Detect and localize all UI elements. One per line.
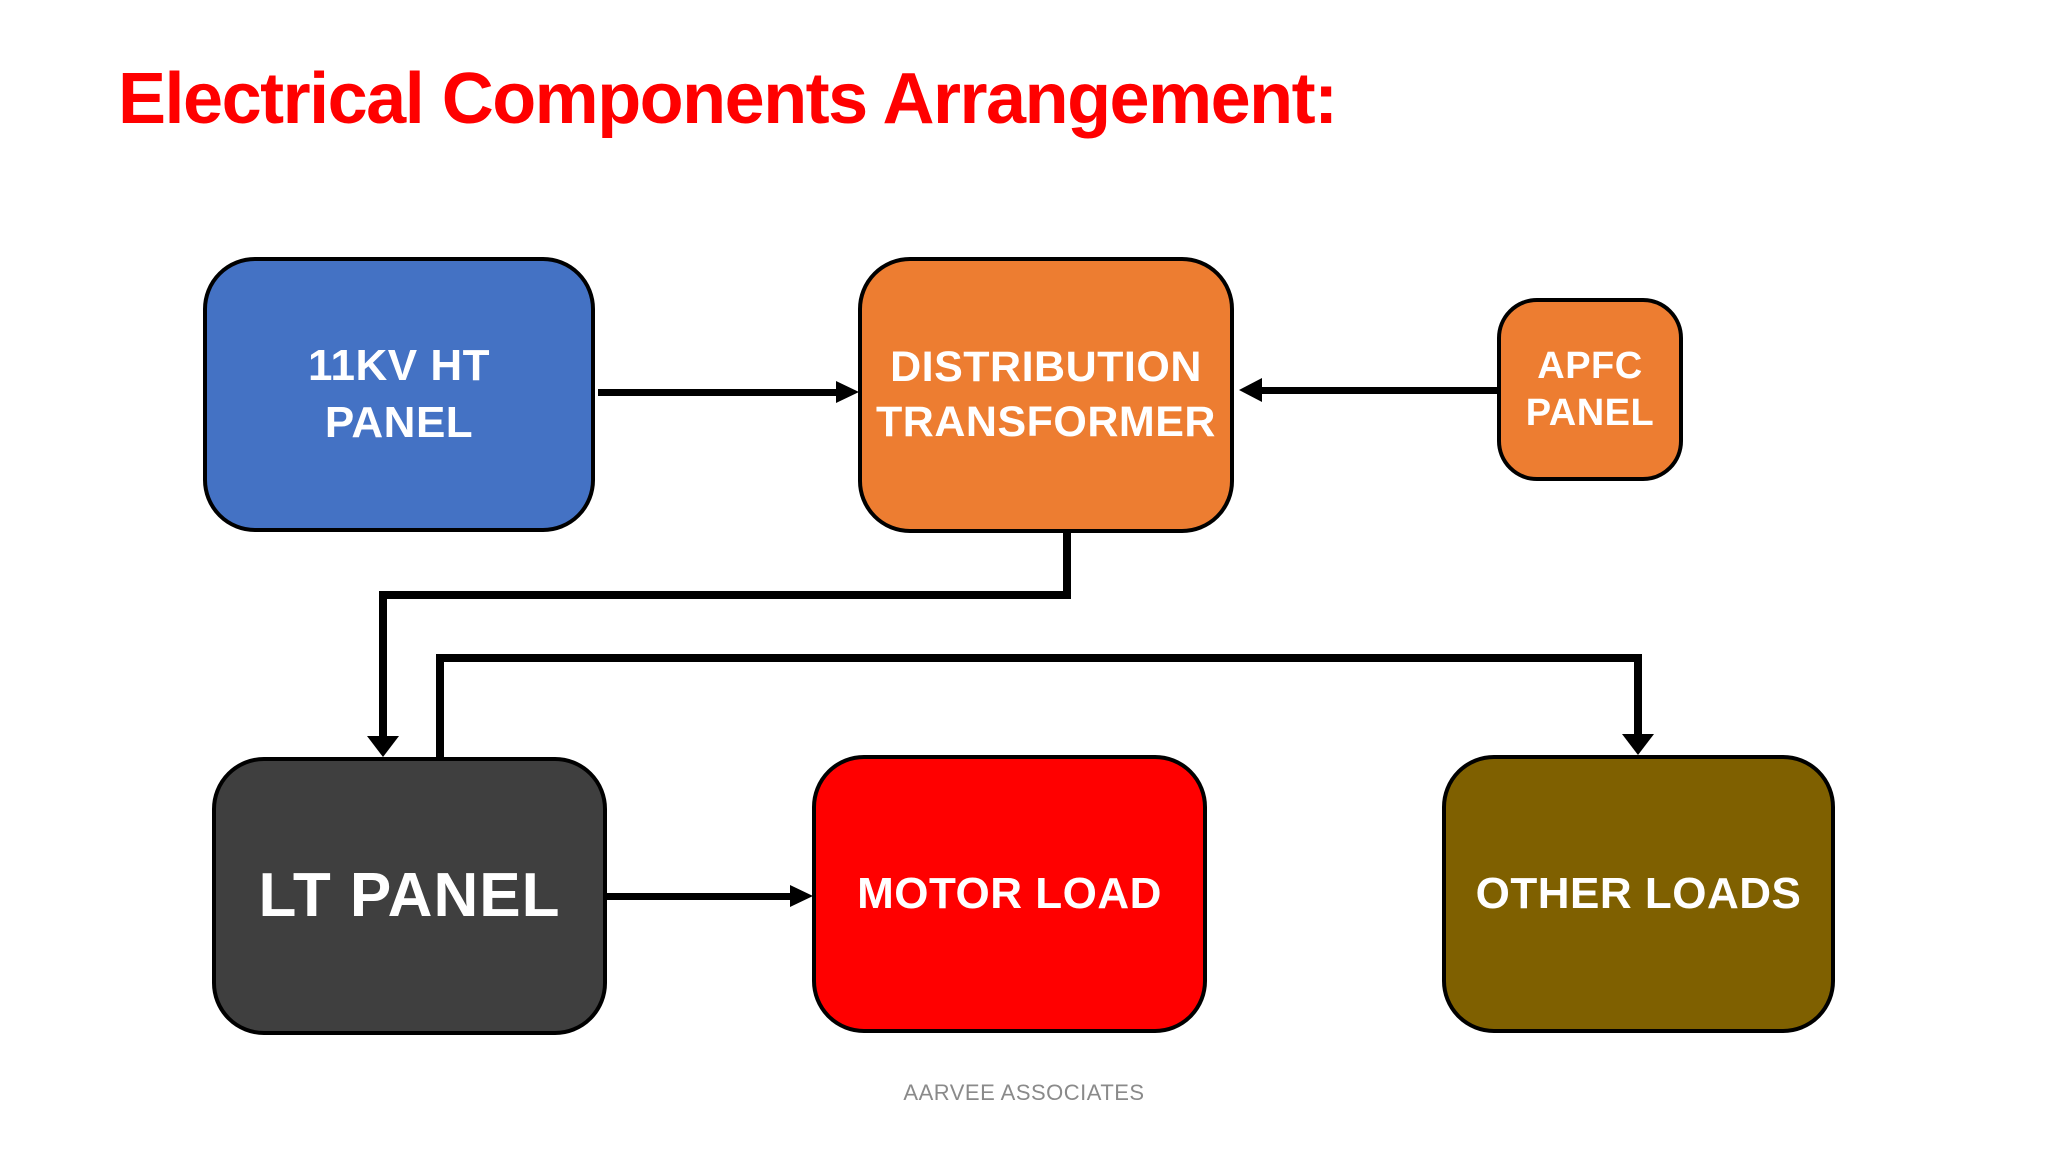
connector-lt-to-other-riser <box>436 654 444 757</box>
connector-lt-to-motor-shaft <box>605 893 790 900</box>
connector-apfc-to-transformer-shaft <box>1261 387 1498 394</box>
node-other-loads-label: OTHER LOADS <box>1475 868 1802 918</box>
node-11kv-ht-panel: 11KV HT PANEL <box>203 257 595 532</box>
node-apfc-panel-label: APFC PANEL <box>1525 345 1655 434</box>
node-distribution-transformer-label: DISTRIBUTION TRANSFORMER <box>876 342 1216 446</box>
footer-company-name: AARVEE ASSOCIATES <box>903 1080 1145 1105</box>
connector-ht-to-transformer-shaft <box>598 389 836 396</box>
connector-lt-to-other-arrowhead-icon <box>1622 734 1654 755</box>
node-11kv-ht-panel-label: 11KV HT PANEL <box>307 341 490 447</box>
connector-apfc-to-transformer-arrowhead-icon <box>1239 378 1262 402</box>
node-lt-panel-label: LT PANEL <box>258 861 561 931</box>
connector-lt-to-other-horizontal <box>436 654 1642 662</box>
node-lt-panel: LT PANEL <box>212 757 607 1035</box>
node-motor-load: MOTOR LOAD <box>812 755 1207 1033</box>
connector-ht-to-transformer-arrowhead-icon <box>836 381 859 403</box>
node-distribution-transformer: DISTRIBUTION TRANSFORMER <box>858 257 1234 533</box>
connector-transformer-to-lt-arrowhead-icon <box>367 736 399 757</box>
connector-lt-to-other-drop <box>1634 654 1642 735</box>
node-motor-load-label: MOTOR LOAD <box>857 868 1162 918</box>
node-apfc-panel: APFC PANEL <box>1497 298 1683 481</box>
connector-lt-to-motor-arrowhead-icon <box>790 885 813 907</box>
connector-transformer-to-lt-drop <box>1063 533 1071 599</box>
slide-title: Electrical Components Arrangement: <box>118 59 1338 139</box>
connector-transformer-to-lt-horizontal <box>379 591 1071 599</box>
node-other-loads: OTHER LOADS <box>1442 755 1835 1033</box>
connector-transformer-to-lt-vertical <box>379 591 387 737</box>
